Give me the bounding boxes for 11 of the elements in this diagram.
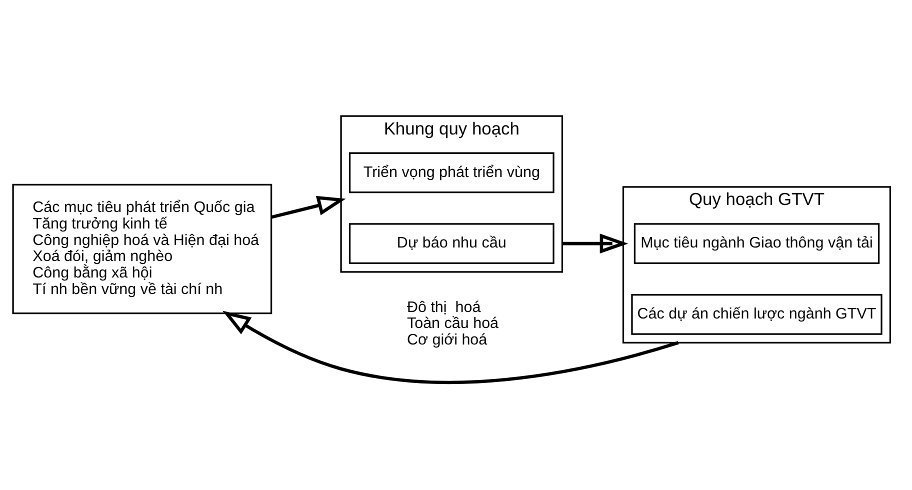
arrow — [270, 196, 346, 219]
node-box: Các mục tiêu phát triển Quốc gia Tăng trưởng kinh tế Công nghiệp hoá và Hiện đại hoá Xoá đói, giảm nghèo Công bằng xã hội Tí nh bền vững về tài chí nh — [12, 184, 272, 314]
arrow — [562, 234, 628, 254]
node-box: Dự báo nhu cầu — [348, 223, 554, 264]
node-box: Triển vọng phát triển vùng — [348, 152, 554, 194]
label: Đô thị hoá — [406, 298, 481, 316]
arrow — [222, 310, 679, 384]
label: Cơ giới hoá — [406, 332, 488, 349]
node-box: Các dự án chiến lược ngành GTVT — [631, 294, 882, 335]
node-box: Mục tiêu ngành Giao thông vận tải — [634, 223, 880, 264]
label: Toàn cầu hoá — [406, 315, 499, 332]
